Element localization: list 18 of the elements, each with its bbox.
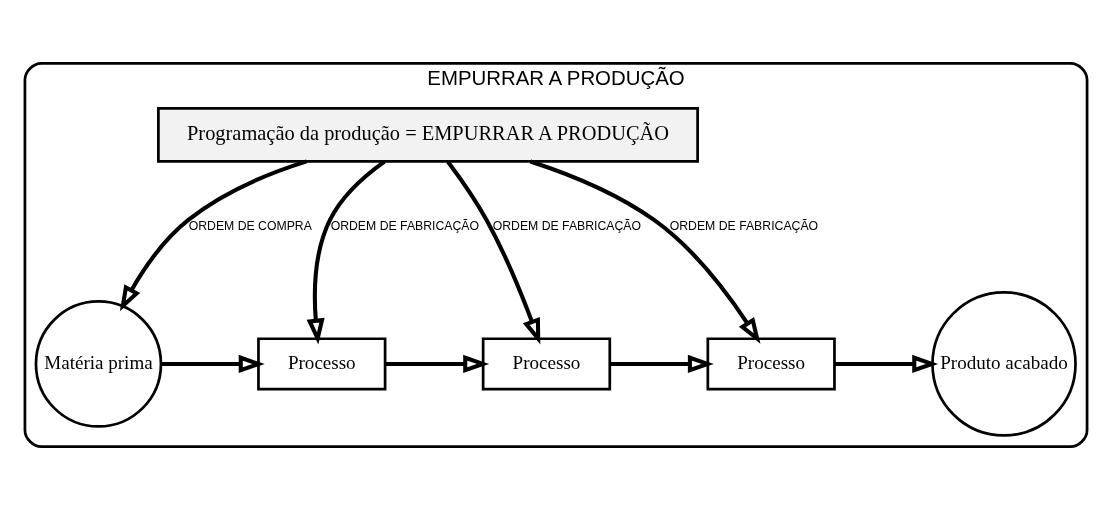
arrow	[385, 354, 490, 373]
arrow	[119, 159, 308, 312]
edge-label: ORDEM DE FABRICAÇÃO	[669, 218, 819, 233]
node-circle: Produto acabado	[931, 291, 1077, 437]
edge-label: ORDEM DE FABRICAÇÃO	[330, 218, 480, 233]
node-box: Processo	[481, 337, 612, 391]
arrow	[161, 354, 265, 373]
edge-label: ORDEM DE FABRICAÇÃO	[492, 218, 642, 233]
arrow	[610, 354, 714, 373]
edge-label: ORDEM DE COMPRA	[188, 218, 312, 233]
arrow	[834, 354, 939, 373]
arrow	[306, 159, 386, 345]
arrow	[446, 160, 541, 345]
arrow	[529, 159, 761, 344]
node-circle: Matéria prima	[34, 300, 163, 428]
node-box: Programação da produção = EMPURRAR A PRODUÇÃO	[157, 106, 699, 163]
node-box: Processo	[257, 337, 387, 391]
node-box: Processo	[706, 337, 836, 391]
